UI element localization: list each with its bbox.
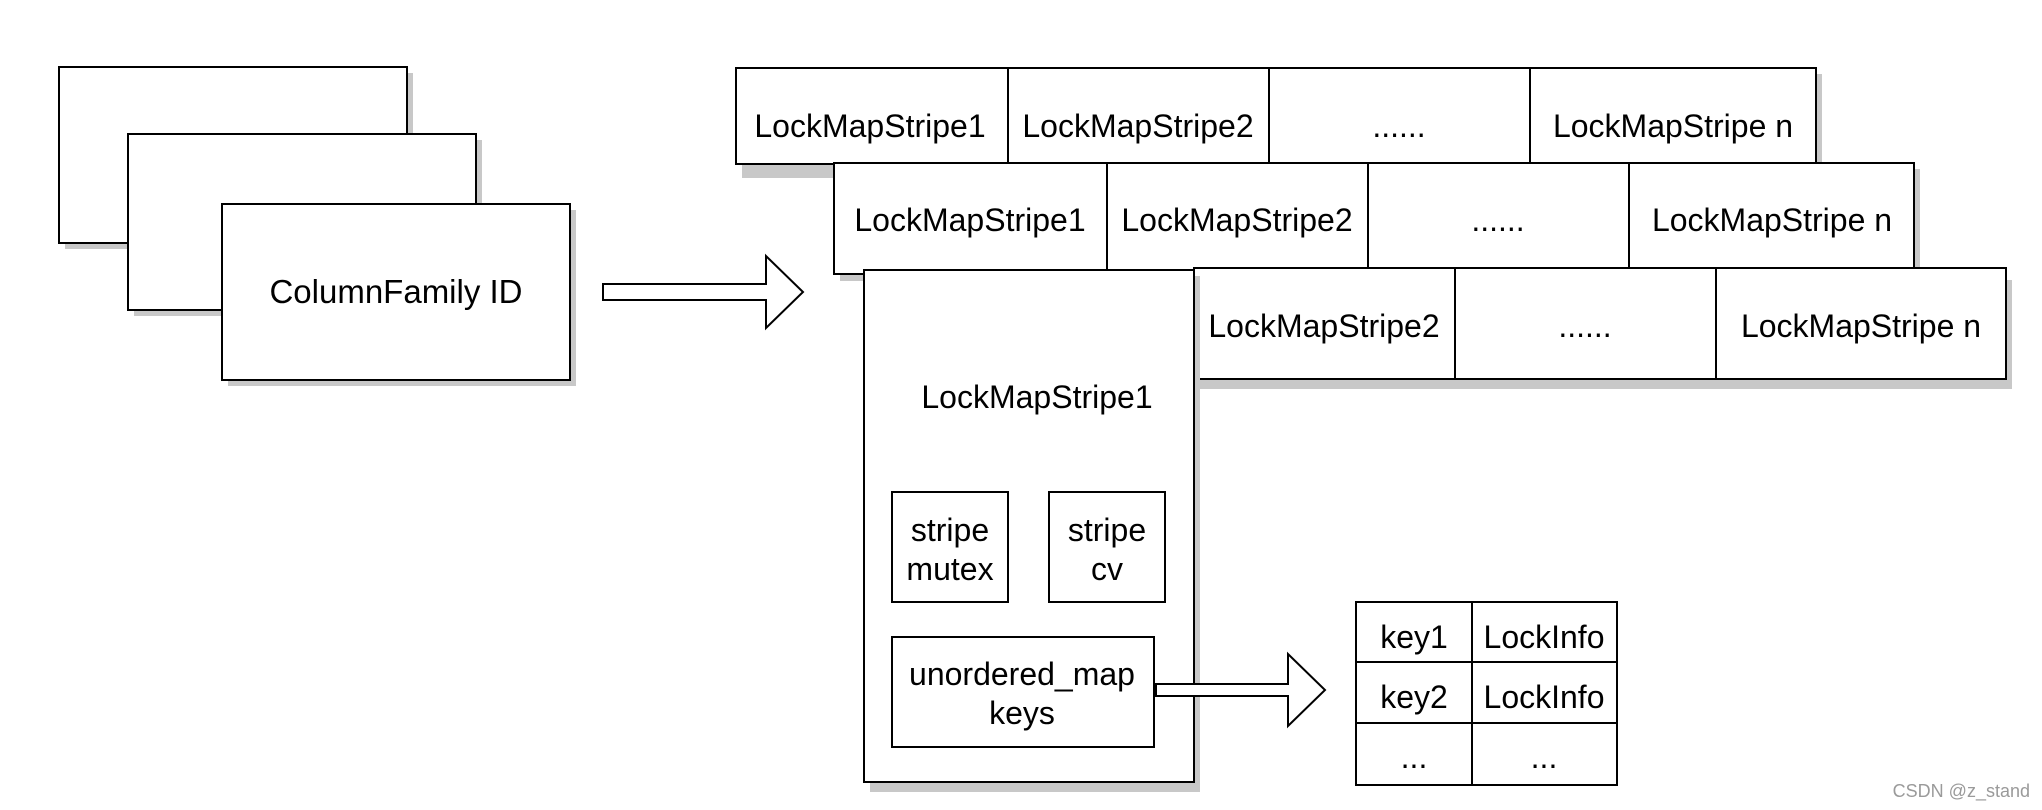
- stripe-row2-cell: LockMapStripe1: [854, 202, 1085, 238]
- stripe-detail-title: LockMapStripe1: [921, 379, 1152, 415]
- stripe-cv-label: stripe: [1068, 512, 1146, 548]
- stripe-row1-cell: LockMapStripe1: [754, 108, 985, 144]
- stripe-row3-cell: LockMapStripe n: [1741, 308, 1981, 344]
- stripe-cv-box: [1048, 491, 1166, 603]
- stripe-row-1: LockMapStripe1 LockMapStripe2 ...... Loc…: [735, 67, 1822, 178]
- stripe-cv-label: cv: [1091, 551, 1123, 587]
- stripe-row1-cell: LockMapStripe2: [1022, 108, 1253, 144]
- stripe-row2-cell: LockMapStripe n: [1652, 202, 1892, 238]
- stripe-mutex-box: [891, 491, 1009, 603]
- right-arrow-icon: [1155, 651, 1327, 729]
- unordered-map-label: keys: [989, 695, 1055, 731]
- column-family-label: ColumnFamily ID: [269, 273, 522, 310]
- keys-table-value: ...: [1531, 739, 1558, 775]
- stripe-row-3: LockMapStripe2 ...... LockMapStripe n: [1193, 267, 2012, 389]
- stripe-row1-cell: ......: [1372, 108, 1425, 144]
- keys-table-key: key2: [1380, 679, 1448, 715]
- stripe-row-2: LockMapStripe1 LockMapStripe2 ...... Loc…: [833, 162, 1920, 281]
- keys-table-key: ...: [1401, 739, 1428, 775]
- stripe-row3-cell: LockMapStripe2: [1208, 308, 1439, 344]
- stripe-mutex-label: stripe: [911, 512, 989, 548]
- keys-table: key1 LockInfo key2 LockInfo ... ...: [1355, 601, 1618, 786]
- stripe-detail-box: LockMapStripe1 stripe mutex stripe cv un…: [863, 269, 1200, 792]
- right-arrow-icon: [602, 253, 805, 331]
- stripe-mutex-label: mutex: [906, 551, 993, 587]
- unordered-map-box: [891, 636, 1155, 748]
- stripe-row1-cell: LockMapStripe n: [1553, 108, 1793, 144]
- watermark: CSDN @z_stand: [1893, 781, 2030, 802]
- column-family-card-front: [221, 203, 571, 381]
- keys-table-key: key1: [1380, 619, 1448, 655]
- unordered-map-label: unordered_map: [909, 656, 1135, 692]
- keys-table-value: LockInfo: [1484, 619, 1605, 655]
- stripe-row3-cell: ......: [1558, 308, 1611, 344]
- column-family-stack: ColumnFamily ID: [58, 66, 576, 386]
- stripe-row2-cell: LockMapStripe2: [1121, 202, 1352, 238]
- keys-table-value: LockInfo: [1484, 679, 1605, 715]
- stripe-row2-cell: ......: [1471, 202, 1524, 238]
